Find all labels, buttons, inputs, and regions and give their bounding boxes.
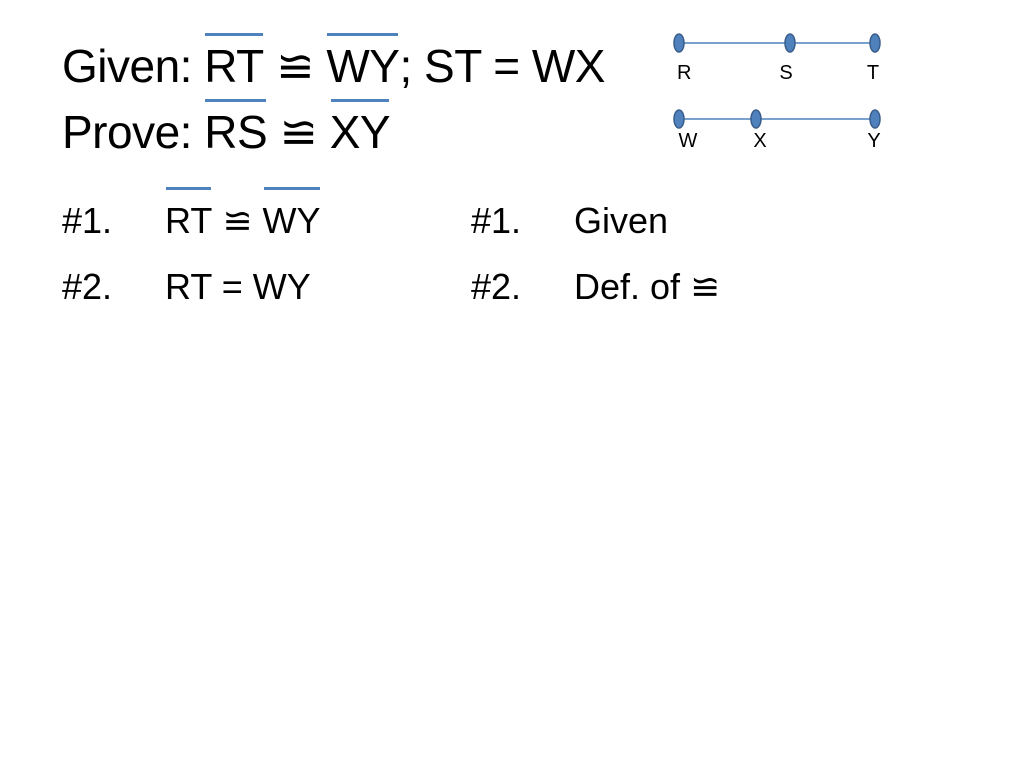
label-y: Y [867,130,880,152]
point-r [673,33,685,53]
congruent-symbol: ≌ [263,40,327,92]
point-w [673,109,685,129]
segment-diagram: R S T W X Y [673,33,881,152]
prove-statement: Prove: RS ≌ XY [62,99,391,160]
prove-prefix: Prove: [62,106,205,158]
step-number: #2. [62,266,113,307]
given-suffix: ; ST = WX [399,40,605,92]
congruent-symbol: ≌ [267,106,330,158]
segment-wy: WY [262,187,321,241]
segment-wy: WY [326,33,400,92]
point-s [784,33,796,53]
reason-text: Given [574,200,669,241]
label-w: W [679,130,698,152]
reason-number: #1. [471,200,522,241]
point-y [869,109,881,129]
segment-xy: XY [329,99,391,158]
label-t: T [867,62,879,84]
point-x [750,109,762,129]
segment-rt: RT [165,187,213,241]
segment-rt: RT [204,33,264,92]
label-x: X [753,130,766,152]
congruent-symbol: ≌ [212,200,263,241]
given-prefix: Given: [62,40,205,92]
segment-rs: RS [204,99,268,158]
step-statement: RT = WY [165,266,311,307]
step-number: #1. [62,200,113,241]
reason-text: Def. of ≌ [574,266,721,307]
reason-number: #2. [471,266,522,307]
step-statement: RT ≌ WY [165,187,321,243]
point-t [869,33,881,53]
given-statement: Given: RT ≌ WY; ST = WX [62,33,605,94]
label-s: S [779,62,792,84]
label-r: R [677,62,691,84]
